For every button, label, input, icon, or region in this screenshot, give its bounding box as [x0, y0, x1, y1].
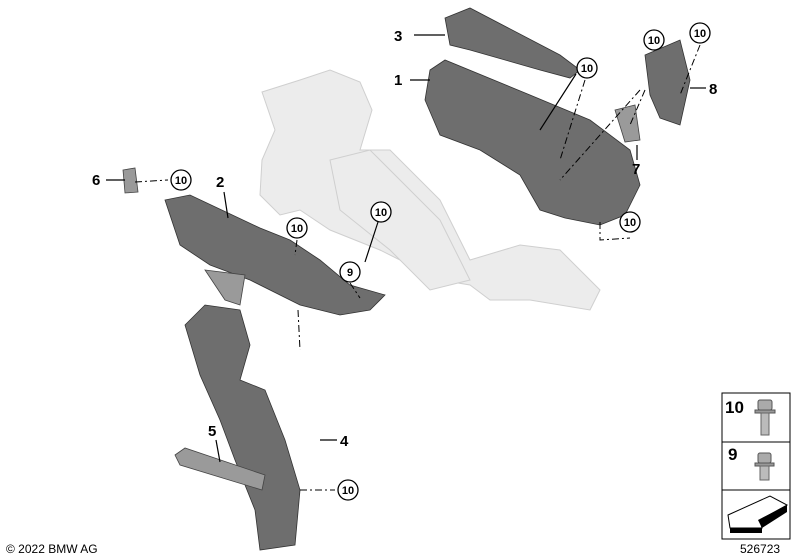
- callout-7: 7: [632, 161, 640, 178]
- turbocharger-ghost: [259, 69, 601, 311]
- svg-text:10: 10: [624, 217, 636, 229]
- callout-6: 6: [92, 172, 100, 189]
- callout-9: 9: [339, 261, 361, 283]
- callout-10: 10: [619, 211, 641, 233]
- diagram-number: 526723: [740, 542, 781, 556]
- svg-text:10: 10: [694, 28, 706, 40]
- callout-5: 5: [208, 423, 216, 440]
- svg-text:10: 10: [581, 63, 593, 75]
- part-7-bracket: [614, 104, 641, 143]
- svg-text:10: 10: [648, 35, 660, 47]
- callout-10: 10: [337, 479, 359, 501]
- part-3-bracket: [444, 7, 581, 79]
- svg-text:9: 9: [347, 267, 353, 279]
- part-1-heat-shield: [424, 59, 641, 226]
- part-6-bracket: [122, 167, 139, 194]
- svg-text:10: 10: [175, 175, 187, 187]
- svg-text:10: 10: [291, 223, 303, 235]
- callout-1: 1: [394, 72, 402, 89]
- callout-10: 10: [170, 169, 192, 191]
- callout-10: 10: [576, 57, 598, 79]
- bolt-short-icon: [754, 452, 775, 481]
- callout-4: 4: [340, 433, 349, 450]
- callout-10: 10: [643, 29, 665, 51]
- part-4-heat-shield: [184, 304, 301, 551]
- part-5-bracket: [174, 447, 266, 491]
- callout-10: 10: [286, 217, 308, 239]
- callout-10: 10: [370, 201, 392, 223]
- legend-number-9: 9: [728, 445, 737, 464]
- part-8-heat-shield: [644, 39, 691, 126]
- svg-text:10: 10: [342, 485, 354, 497]
- legend-number-10: 10: [725, 398, 744, 417]
- part-2-heat-shield: [164, 194, 386, 316]
- direction-arrow-icon: [727, 495, 789, 533]
- copyright-text: © 2022 BMW AG: [6, 542, 98, 556]
- callout-8: 8: [709, 81, 717, 98]
- callout-3: 3: [394, 28, 402, 45]
- callout-2: 2: [216, 174, 224, 191]
- parts-legend: 10 9: [721, 392, 791, 540]
- svg-text:10: 10: [375, 207, 387, 219]
- bolt-icon: [754, 399, 776, 436]
- callout-10: 10: [689, 22, 711, 44]
